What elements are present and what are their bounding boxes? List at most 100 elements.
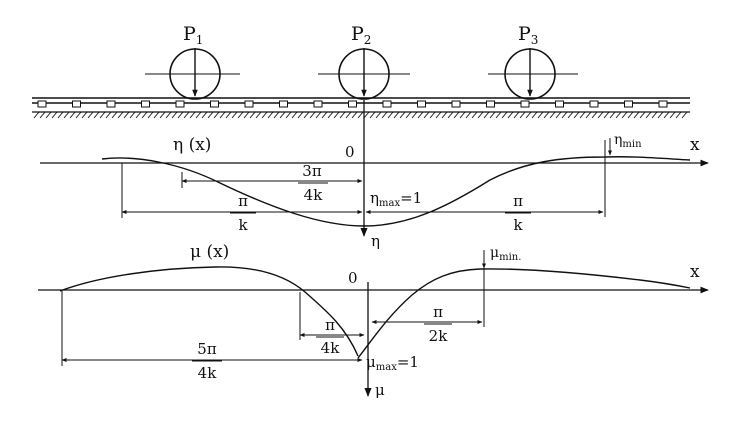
sleeper <box>417 100 426 108</box>
load-label-p3: P3 <box>518 23 538 47</box>
dim-3pi-4k-denominator: 4k <box>304 186 324 204</box>
hatch-stroke <box>63 111 70 119</box>
dim-5pi-4k-denominator: 4k <box>198 364 218 382</box>
deflection-x-axis-label: x <box>690 135 700 155</box>
sleeper <box>348 100 357 108</box>
hatch-stroke <box>519 111 526 119</box>
hatch-stroke <box>177 111 184 119</box>
hatch-stroke <box>417 111 424 119</box>
load-label-p1: P1 <box>183 23 203 47</box>
sleepers <box>37 100 668 108</box>
hatch-stroke <box>123 111 130 119</box>
hatch-stroke <box>393 111 400 119</box>
hatch-stroke <box>375 111 382 119</box>
hatch-stroke <box>465 111 472 119</box>
hatch-stroke <box>261 111 268 119</box>
dim-pi-4k-numerator: π <box>325 316 335 334</box>
sleeper <box>313 100 323 108</box>
dim-pi-4k-denominator: 4k <box>321 339 341 357</box>
hatch-stroke <box>183 111 190 119</box>
hatch-stroke <box>207 111 214 119</box>
hatch-stroke <box>561 111 568 119</box>
hatch-stroke <box>117 111 124 119</box>
hatch-stroke <box>369 111 376 119</box>
hatch-stroke <box>405 111 412 119</box>
dim-pi-2k-numerator: π <box>433 303 443 321</box>
hatch-stroke <box>543 111 550 119</box>
hatch-stroke <box>147 111 154 119</box>
hatch-stroke <box>477 111 484 119</box>
sleeper <box>658 100 668 108</box>
sleeper <box>106 100 116 108</box>
sleeper <box>451 100 461 108</box>
hatch-stroke <box>669 111 676 119</box>
hatch-stroke <box>555 111 562 119</box>
wheel-p3: P3 <box>488 23 578 100</box>
hatch-stroke <box>531 111 538 119</box>
hatch-stroke <box>171 111 178 119</box>
deflection-diagram: η (x) 0 x η ηmin ηmax=1 3π 4k π k π k <box>40 132 709 250</box>
hatch-stroke <box>627 111 634 119</box>
deflection-down-axis-label: η <box>371 232 380 250</box>
sleeper <box>486 100 495 108</box>
hatch-stroke <box>537 111 544 119</box>
wheel-p2: P2 <box>318 23 410 100</box>
hatch-stroke <box>639 111 646 119</box>
hatch-stroke <box>105 111 112 119</box>
sleeper <box>244 100 254 108</box>
hatch-stroke <box>45 111 52 119</box>
hatch-stroke <box>357 111 364 119</box>
sleeper <box>520 100 530 108</box>
hatch-stroke <box>321 111 328 119</box>
hatch-stroke <box>333 111 340 119</box>
hatch-stroke <box>141 111 148 119</box>
sleeper <box>72 100 81 108</box>
hatch-stroke <box>363 111 370 119</box>
hatch-stroke <box>57 111 64 119</box>
moment-down-axis-label: μ <box>375 381 385 399</box>
hatch-stroke <box>489 111 496 119</box>
hatch-stroke <box>87 111 94 119</box>
hatch-stroke <box>189 111 196 119</box>
sleeper <box>141 100 150 108</box>
hatch-stroke <box>633 111 640 119</box>
moment-curve-right <box>357 268 691 359</box>
hatch-stroke <box>345 111 352 119</box>
hatch-stroke <box>645 111 652 119</box>
hatch-stroke <box>273 111 280 119</box>
hatch-stroke <box>681 111 688 119</box>
hatch-stroke <box>615 111 622 119</box>
hatch-stroke <box>303 111 310 119</box>
hatch-stroke <box>411 111 418 119</box>
hatch-stroke <box>651 111 658 119</box>
hatch-stroke <box>219 111 226 119</box>
ground-hatching <box>33 111 688 119</box>
hatch-stroke <box>525 111 532 119</box>
hatch-stroke <box>459 111 466 119</box>
sleeper <box>279 100 288 108</box>
hatch-stroke <box>75 111 82 119</box>
deflection-origin-label: 0 <box>345 143 355 161</box>
moment-origin-label: 0 <box>348 269 358 287</box>
hatch-stroke <box>165 111 172 119</box>
hatch-stroke <box>153 111 160 119</box>
hatch-stroke <box>159 111 166 119</box>
hatch-stroke <box>279 111 286 119</box>
hatch-stroke <box>237 111 244 119</box>
hatch-stroke <box>453 111 460 119</box>
sleeper <box>37 100 47 108</box>
hatch-stroke <box>381 111 388 119</box>
sleeper <box>555 100 564 108</box>
rail-assembly <box>32 97 690 119</box>
dim-3pi-4k-numerator: 3π <box>302 162 322 180</box>
hatch-stroke <box>351 111 358 119</box>
sleeper <box>589 100 599 108</box>
deflection-curve-label: η (x) <box>173 135 211 155</box>
hatch-stroke <box>513 111 520 119</box>
hatch-stroke <box>291 111 298 119</box>
hatch-stroke <box>657 111 664 119</box>
hatch-stroke <box>285 111 292 119</box>
hatch-stroke <box>93 111 100 119</box>
hatch-stroke <box>591 111 598 119</box>
